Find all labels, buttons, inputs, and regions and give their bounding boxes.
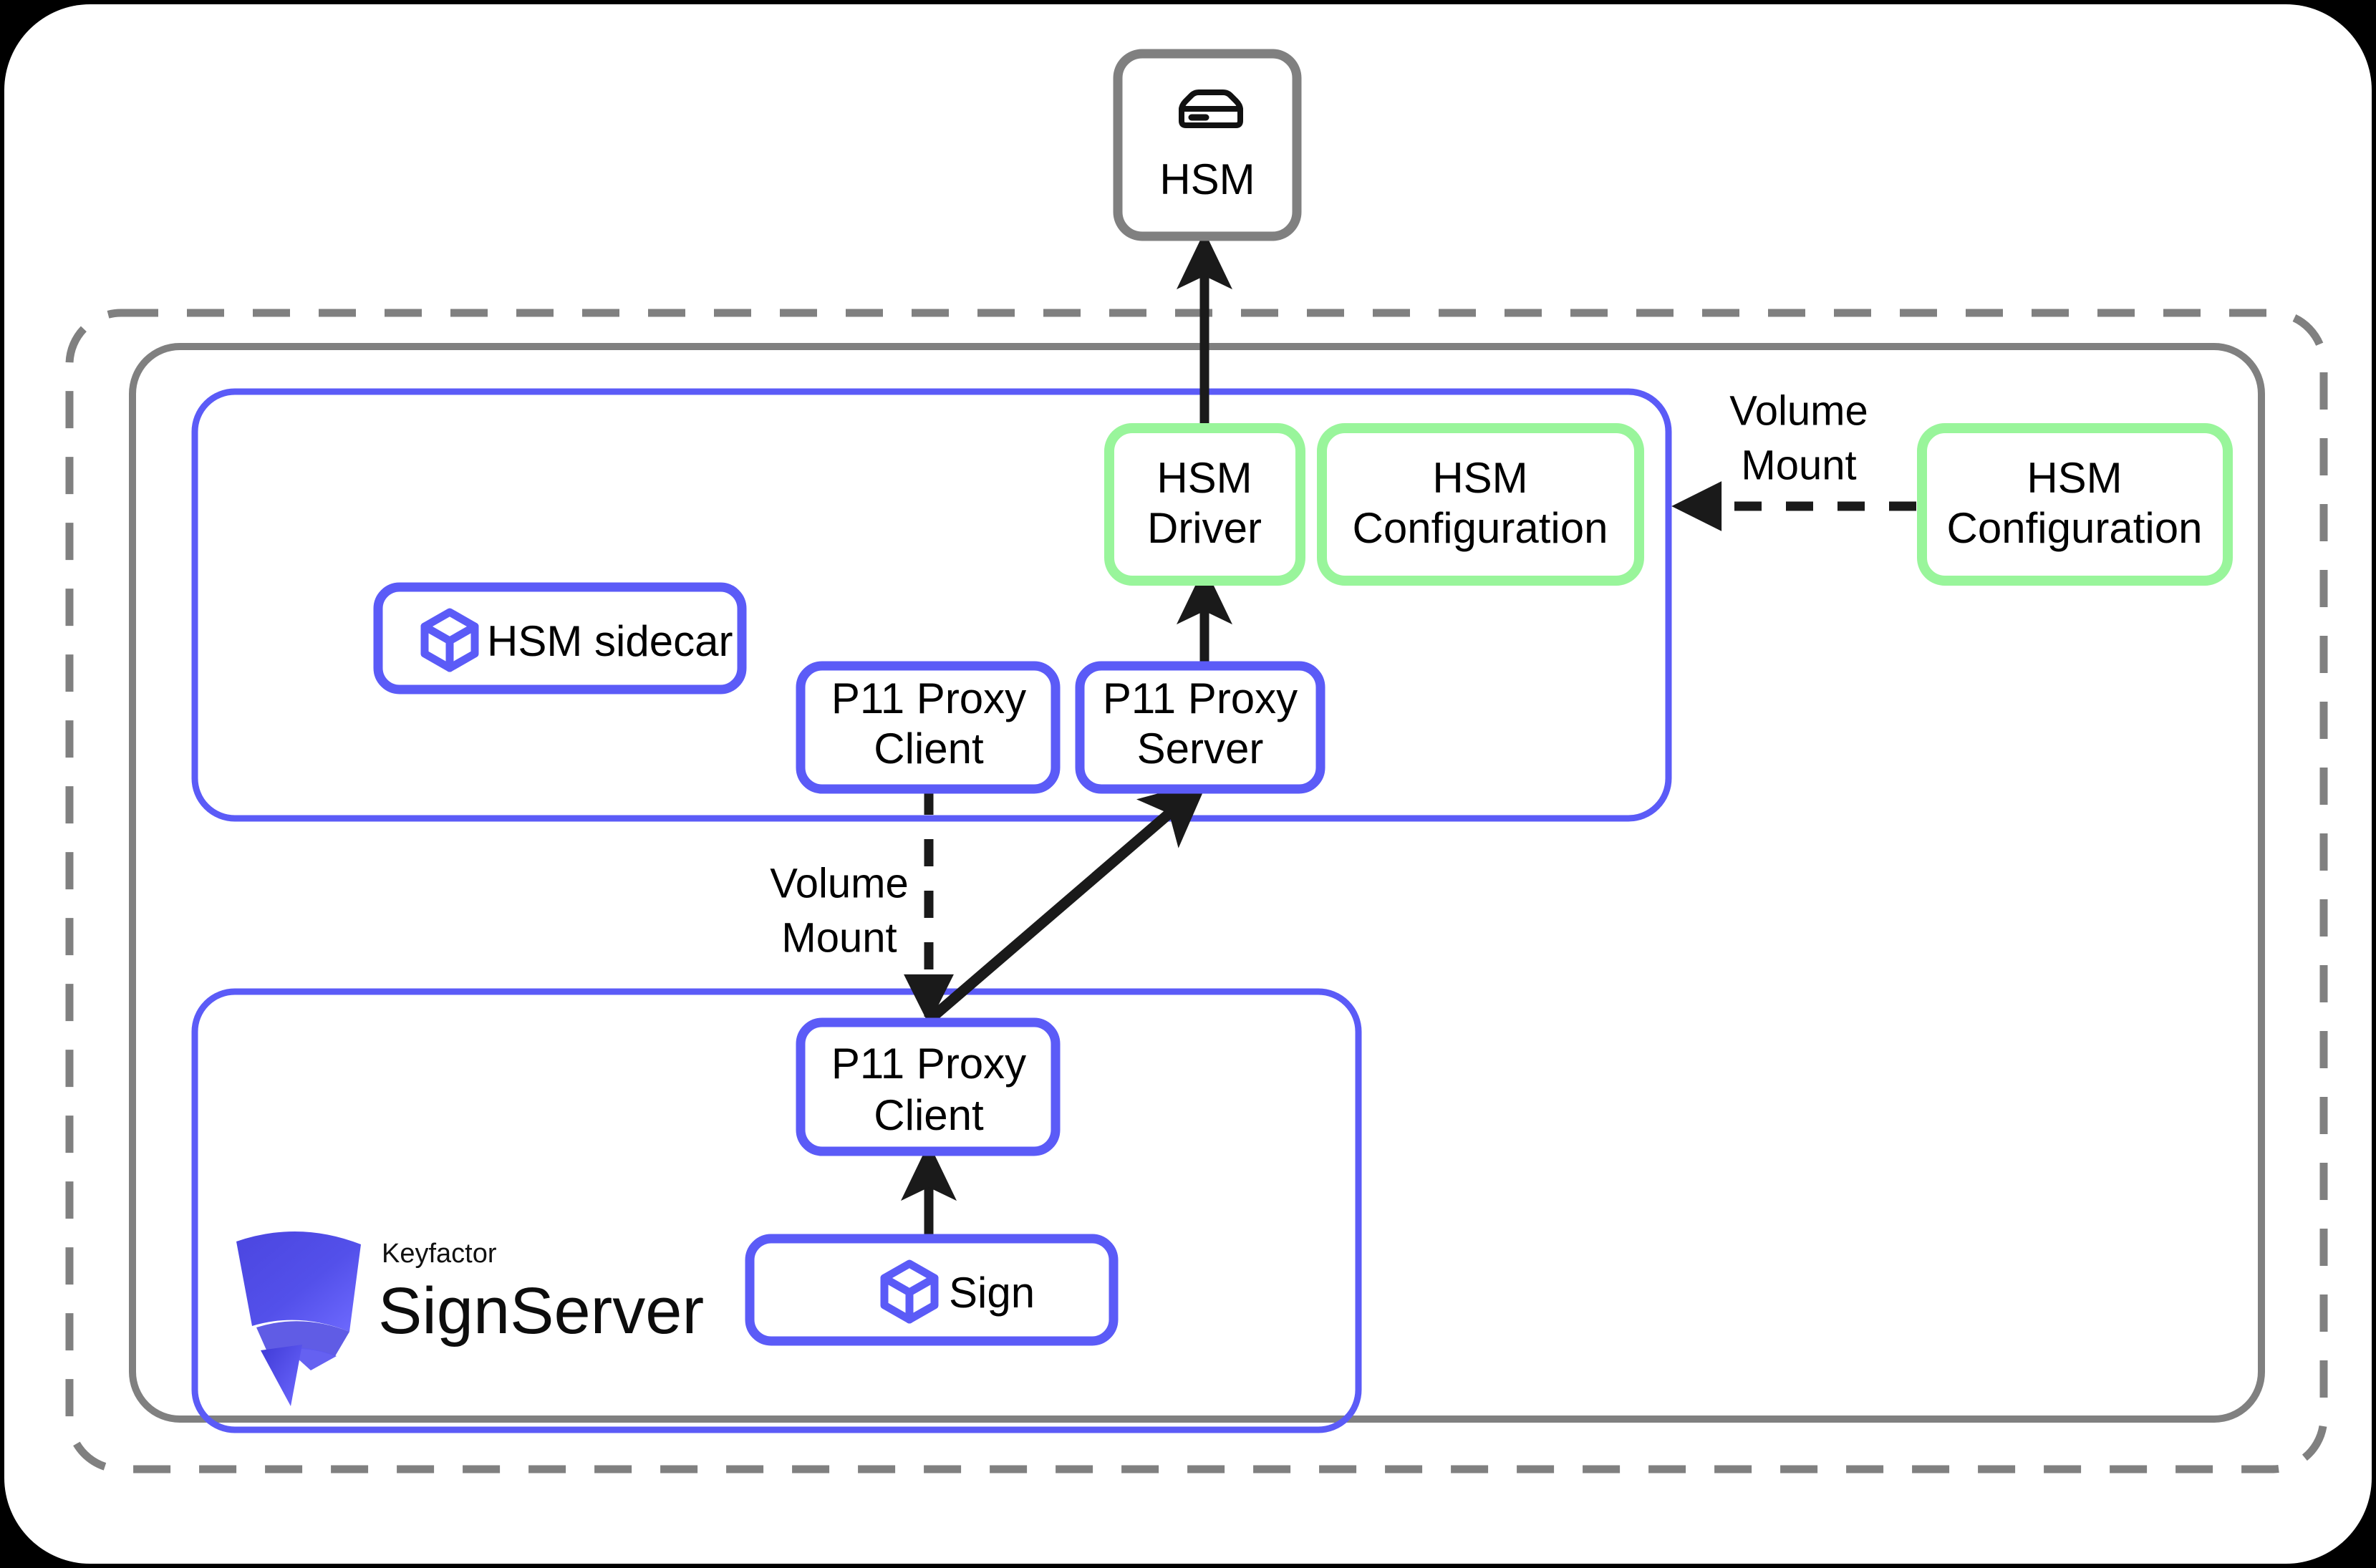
logo-brand-label: Keyfactor [382,1239,497,1269]
cube-icon [880,1259,939,1324]
node-hsm-sidecar-label: HSM sidecar [487,617,733,665]
node-sign[interactable]: Sign [745,1234,1119,1346]
container-outer-solid [129,343,2265,1423]
hsm-appliance-icon [1179,89,1243,128]
edge-label-volume-mount-left-line2: Mount [781,914,897,961]
keyfactor-signserver-logo: Keyfactor SignServer [236,1231,704,1406]
node-p11-proxy-client-sidecar[interactable]: P11 Proxy Client [796,661,1061,794]
container-hsm-sidecar [191,388,1672,822]
cube-icon [420,608,479,672]
node-hsm[interactable]: HSM [1113,49,1302,241]
node-p11-proxy-client-signserver-label-line1: P11 Proxy [831,1040,1026,1088]
logo-product-label: SignServer [378,1274,704,1347]
node-hsm-configuration-external-label-line1: HSM [2027,454,2122,502]
node-hsm-configuration-external[interactable]: HSM Configuration [1917,423,2233,586]
node-hsm-configuration-internal-label-line1: HSM [1432,454,1527,502]
container-outer-dashed [65,309,2328,1473]
node-hsm-driver-label-line1: HSM [1156,454,1252,502]
node-p11-proxy-client-sidecar-label-line2: Client [874,725,984,773]
node-p11-proxy-client-signserver[interactable]: P11 Proxy Client [796,1017,1061,1156]
node-hsm-configuration-internal-label-line2: Configuration [1353,504,1608,552]
node-p11-proxy-client-signserver-label-line2: Client [874,1091,984,1139]
node-p11-proxy-server-label-line1: P11 Proxy [1103,674,1298,722]
node-hsm-driver-label-line2: Driver [1147,504,1262,552]
container-signserver [191,988,1362,1433]
edge-label-volume-mount-left-line1: Volume [770,860,908,906]
edge-external-config-volume-mount: Volume Mount [1671,387,1916,531]
node-hsm-label: HSM [1159,155,1255,203]
node-p11-proxy-server[interactable]: P11 Proxy Server [1075,661,1325,794]
edge-label-volume-mount-right-line1: Volume [1729,387,1868,434]
edge-sidecar-client-volume-mount: Volume Mount [770,788,954,1025]
node-hsm-sidecar-badge[interactable]: HSM sidecar [373,582,747,695]
node-p11-proxy-client-sidecar-label-line1: P11 Proxy [831,674,1026,722]
edge-signserver-client-to-proxy-server [925,780,1209,1025]
node-hsm-configuration-internal[interactable]: HSM Configuration [1317,423,1644,586]
keyfactor-swoosh-icon [236,1231,361,1406]
node-sign-label: Sign [949,1269,1035,1317]
node-hsm-driver[interactable]: HSM Driver [1104,423,1305,586]
edge-label-volume-mount-right-line2: Mount [1741,442,1856,488]
node-p11-proxy-server-label-line2: Server [1137,725,1264,773]
node-hsm-configuration-external-label-line2: Configuration [1947,504,2203,552]
